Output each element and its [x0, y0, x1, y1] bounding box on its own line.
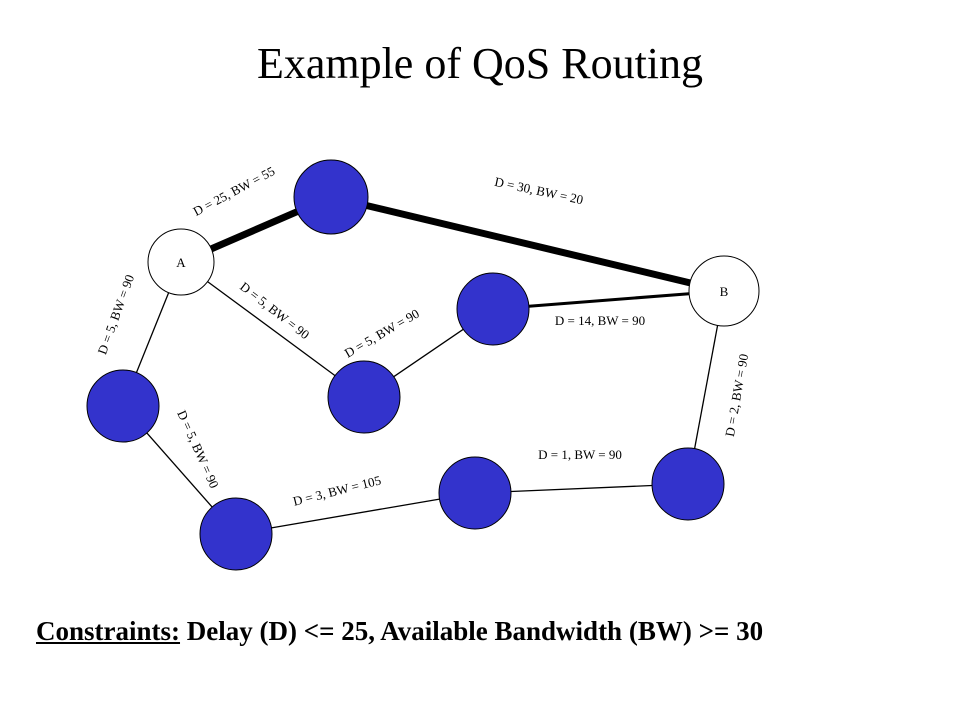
edge-n6-n7: [510, 484, 653, 493]
node-n1: [293, 159, 369, 235]
edge-label-n6-n7: D = 1, BW = 90: [538, 447, 622, 462]
edge-n2-B: [528, 292, 690, 308]
edges-layer: [135, 202, 719, 529]
node-n2: [456, 272, 530, 346]
edge-label-n5-n6: D = 3, BW = 105: [291, 472, 382, 508]
edge-label-A-n1: D = 25, BW = 55: [191, 163, 278, 219]
constraints-text: Constraints: Delay (D) <= 25, Available …: [36, 616, 763, 647]
node-n7: [651, 447, 725, 521]
edge-A-n4: [135, 292, 170, 373]
node-B: [688, 255, 760, 327]
edge-A-n1: [209, 208, 299, 253]
edge-label-n7-B: D = 2, BW = 90: [722, 353, 751, 438]
node-label-B: B: [720, 284, 729, 299]
constraints-lead: Constraints:: [36, 616, 181, 646]
edge-label-A-n3: D = 5, BW = 90: [237, 279, 312, 342]
constraints-body: Delay (D) <= 25, Available Bandwidth (BW…: [180, 616, 764, 646]
node-n3: [327, 360, 401, 434]
edge-n3-n2: [393, 328, 464, 378]
node-label-A: A: [176, 255, 186, 270]
edge-n5-n6: [271, 498, 440, 529]
node-n4: [86, 369, 160, 443]
edge-n4-n5: [146, 432, 213, 508]
nodes-layer: AB: [86, 159, 760, 571]
edge-label-A-n4: D = 5, BW = 90: [94, 273, 137, 357]
slide-title: Example of QoS Routing: [256, 39, 704, 88]
edge-n1-B: [366, 202, 691, 287]
edge-label-n1-B: D = 30, BW = 20: [493, 174, 584, 207]
edge-label-n2-B: D = 14, BW = 90: [555, 313, 645, 328]
edge-A-n3: [207, 281, 336, 377]
edge-labels-layer: D = 25, BW = 55 D = 30, BW = 20 D = 5, BW …: [94, 163, 751, 509]
node-n5: [199, 497, 273, 571]
edge-n7-B: [693, 325, 719, 449]
edge-label-n4-n5: D = 5, BW = 90: [174, 408, 222, 491]
node-A: [147, 228, 215, 296]
edge-label-n3-n2: D = 5, BW = 90: [342, 306, 422, 361]
node-n6: [438, 456, 512, 530]
